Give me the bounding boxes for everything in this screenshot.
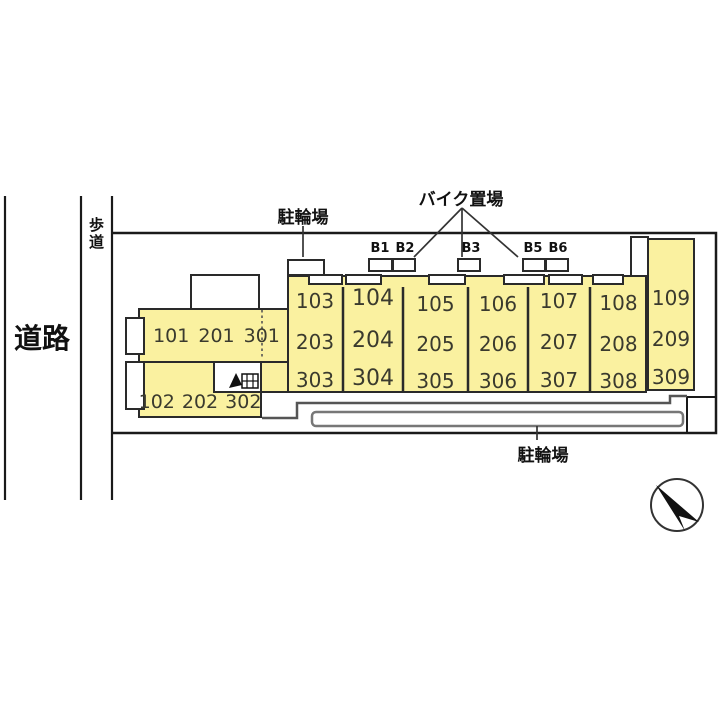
stairs-icon [229, 373, 259, 389]
room-number: 201 [198, 325, 235, 347]
unit-entry-notch [548, 274, 583, 285]
balcony-upper [125, 317, 145, 355]
room-number: 202 [181, 391, 219, 413]
room-number: 102 [138, 391, 175, 413]
room-number: 206 [478, 332, 518, 356]
room-number: 304 [352, 366, 394, 391]
unit-entry-notch [308, 274, 343, 285]
room-number: 307 [539, 368, 579, 392]
bike-spot-label-b3: B3 [461, 241, 481, 256]
unit-column-109 [647, 238, 695, 391]
room-number: 103 [295, 289, 335, 313]
room-number: 108 [599, 291, 638, 315]
sidewalk-label: 歩道 [87, 217, 105, 251]
room-number: 106 [478, 292, 518, 316]
street-lines [3, 196, 114, 500]
room-number: 209 [651, 327, 691, 351]
bicycle-parking-area-bottom [310, 410, 685, 428]
unit-entry-notch [592, 274, 624, 285]
bicycle-rack-top [287, 259, 325, 276]
bike-spot-label-b2: B2 [395, 241, 415, 256]
room-number: 306 [478, 369, 518, 393]
room-number: 204 [352, 328, 394, 353]
unit-dividers [341, 287, 592, 391]
room-number: 101 [153, 325, 190, 347]
room-number: 203 [295, 330, 335, 354]
bike-spot-b3 [457, 258, 481, 272]
bike-spot-b2 [392, 258, 416, 272]
notch-left-of-109 [630, 236, 649, 277]
bicycle-parking-label-bottom: 駐輪場 [517, 446, 569, 466]
balcony-lower [125, 361, 145, 410]
bike-spot-label-b1: B1 [370, 241, 390, 256]
room-number: 309 [651, 365, 691, 389]
entrance-canopy [190, 274, 260, 310]
wing-lower-rooms: 102 202 302 [138, 391, 262, 413]
room-number: 104 [352, 286, 394, 311]
wing-upper-rooms: 101 201 301 [140, 325, 293, 347]
walkway-outline [262, 394, 687, 420]
room-number: 107 [539, 289, 579, 313]
leader-lines [302, 207, 538, 440]
bike-storage-label: バイク置場 [418, 190, 504, 210]
room-number: 305 [416, 369, 455, 393]
unit-entry-notch [345, 274, 382, 285]
room-number: 205 [416, 332, 455, 356]
room-number: 207 [539, 330, 579, 354]
room-number: 208 [599, 332, 638, 356]
bike-spot-label-b6: B6 [548, 241, 568, 256]
bicycle-parking-label-top: 駐輪場 [277, 208, 329, 228]
bike-spot-label-b5: B5 [523, 241, 543, 256]
room-number: 301 [243, 325, 280, 347]
north-arrow-icon [650, 478, 704, 532]
room-number: 303 [295, 368, 335, 392]
room-number: 308 [599, 369, 638, 393]
room-number: 109 [651, 286, 691, 310]
bike-spot-b6 [545, 258, 569, 272]
unit-entry-notch [428, 274, 466, 285]
room-number: 105 [416, 292, 455, 316]
road-label: 道路 [13, 322, 70, 355]
room-number: 302 [225, 391, 262, 413]
unit-entry-notch [503, 274, 545, 285]
